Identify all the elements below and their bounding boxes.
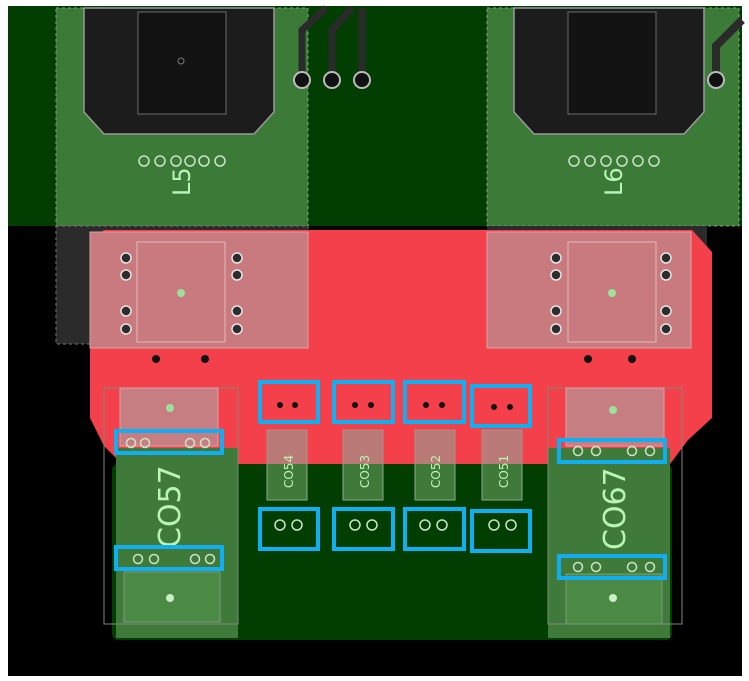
capacitor-co57: CO57 bbox=[103, 387, 239, 638]
right-overlay-body bbox=[567, 241, 657, 343]
co57-top-terminal bbox=[119, 387, 219, 447]
highlight-co54-top bbox=[258, 380, 320, 424]
co67-top-terminal bbox=[565, 387, 665, 447]
l6-designator: L6 bbox=[600, 167, 628, 196]
co54-designator: CO54 bbox=[282, 455, 296, 488]
highlight-co51-top bbox=[470, 384, 532, 428]
highlight-co54-bottom bbox=[258, 507, 320, 551]
highlight-co53-top bbox=[332, 380, 395, 424]
highlight-boxes bbox=[114, 380, 667, 580]
capacitor-co51: CO51 bbox=[481, 404, 523, 531]
l5-designator: L5 bbox=[168, 167, 196, 196]
highlight-co57-bottom bbox=[114, 545, 224, 571]
l5-via-row bbox=[138, 155, 226, 167]
left-overlay-center bbox=[177, 289, 185, 297]
highlight-co51-bottom bbox=[470, 509, 532, 553]
lower-copper-pour bbox=[112, 464, 672, 640]
l5-center-mark bbox=[177, 57, 185, 65]
signal-traces bbox=[293, 5, 371, 89]
highlight-co67-top bbox=[557, 438, 667, 464]
left-overlay-body bbox=[136, 241, 226, 343]
capacitor-co52: CO52 bbox=[414, 402, 456, 531]
upper-overlay-pads bbox=[89, 231, 692, 363]
inductor-l6: L6 bbox=[486, 7, 745, 227]
highlight-co57-top bbox=[114, 429, 224, 455]
co52-designator: CO52 bbox=[429, 455, 443, 488]
highlight-co67-bottom bbox=[557, 554, 667, 580]
co57-designator: CO57 bbox=[153, 465, 188, 548]
capacitor-co53: CO53 bbox=[342, 402, 384, 531]
l6-via-row bbox=[568, 155, 660, 167]
capacitor-co54: CO54 bbox=[266, 402, 308, 531]
inductor-l5: L5 bbox=[55, 7, 309, 227]
right-overlay-center bbox=[608, 289, 616, 297]
highlight-co52-bottom bbox=[403, 507, 466, 551]
co53-designator: CO53 bbox=[358, 455, 372, 488]
l6-trace-via bbox=[707, 71, 725, 89]
highlight-co52-top bbox=[403, 380, 466, 424]
co67-designator: CO67 bbox=[598, 467, 633, 550]
highlight-co53-bottom bbox=[332, 507, 395, 551]
co51-designator: CO51 bbox=[497, 455, 511, 488]
l6-core bbox=[567, 11, 657, 115]
l5-core bbox=[137, 11, 227, 115]
right-overlay-pad bbox=[486, 231, 692, 349]
l6-trace bbox=[712, 17, 745, 78]
capacitor-co67: CO67 bbox=[547, 387, 683, 638]
